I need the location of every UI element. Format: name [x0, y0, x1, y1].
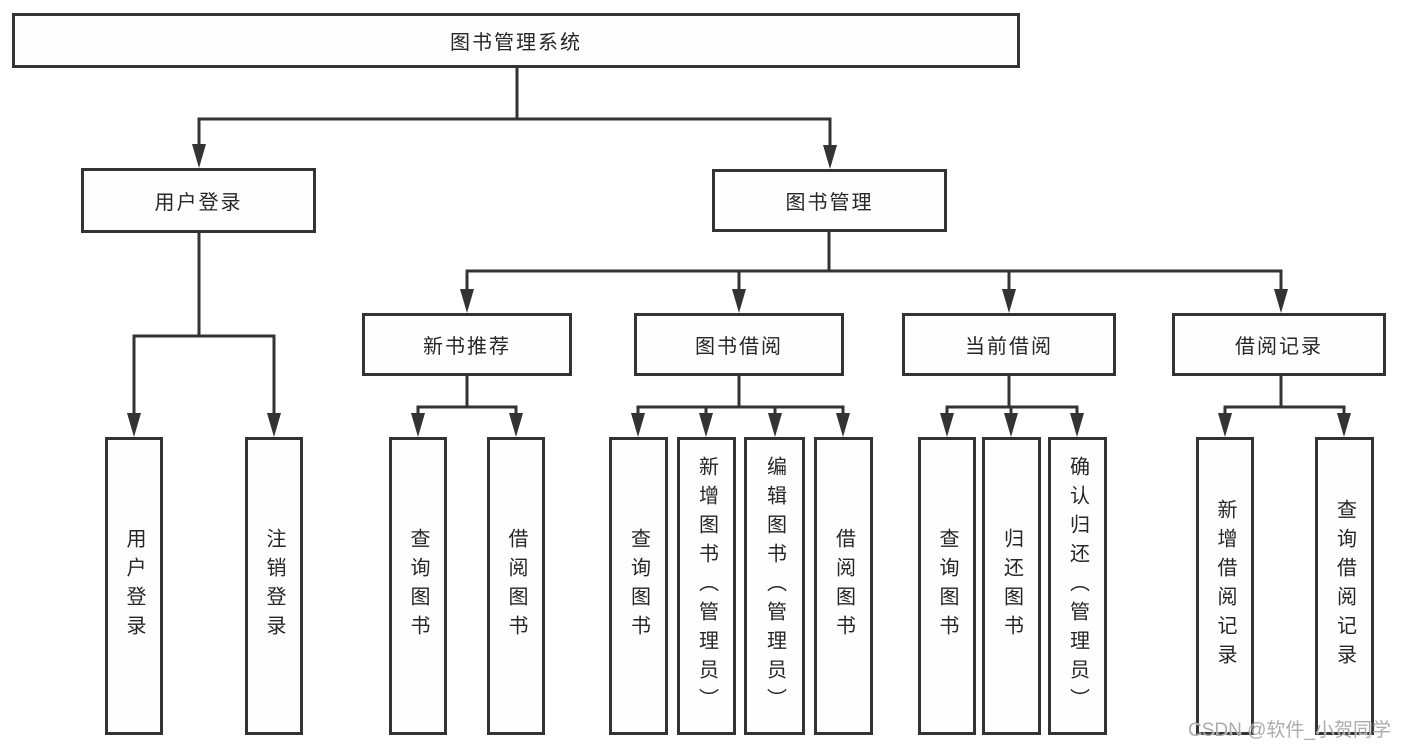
- node-label: 新书推荐: [423, 336, 511, 358]
- node-query-book-recommend: 查询图书: [389, 437, 447, 735]
- node-book-management: 图书管理: [712, 169, 947, 232]
- arrowhead-icon: [768, 413, 782, 437]
- node-label: 确认归还（管理员）: [1066, 455, 1089, 717]
- watermark: CSDN @软件_小贺同学: [1188, 720, 1391, 741]
- node-label: 新增图书（管理员）: [695, 455, 718, 717]
- node-return-book: 归还图书: [982, 437, 1041, 735]
- arrowhead-icon: [509, 413, 523, 437]
- arrowhead-icon: [631, 413, 645, 437]
- arrowhead-icon: [1004, 413, 1018, 437]
- node-label: 查询图书: [936, 528, 958, 644]
- arrowhead-icon: [1218, 413, 1232, 437]
- node-label: 借阅图书: [832, 528, 855, 644]
- node-label: 查询借阅记录: [1333, 499, 1356, 673]
- node-current-borrow: 当前借阅: [902, 313, 1116, 376]
- node-edit-book-admin: 编辑图书（管理员）: [744, 437, 805, 735]
- arrowhead-icon: [699, 413, 713, 437]
- node-query-book-current: 查询图书: [918, 437, 976, 735]
- node-label: 用户登录: [123, 528, 145, 644]
- node-label: 归还图书: [1000, 528, 1023, 644]
- arrowhead-icon: [460, 289, 474, 313]
- node-label: 新增借阅记录: [1214, 499, 1236, 673]
- node-new-book-recommend: 新书推荐: [362, 313, 572, 376]
- arrowhead-icon: [1274, 289, 1288, 313]
- node-confirm-return-admin: 确认归还（管理员）: [1048, 437, 1107, 735]
- node-label: 注销登录: [263, 528, 285, 644]
- arrowhead-icon: [823, 145, 837, 169]
- node-borrow-book-recommend: 借阅图书: [487, 437, 545, 735]
- node-add-book-admin: 新增图书（管理员）: [677, 437, 736, 735]
- arrowhead-icon: [1002, 289, 1016, 313]
- node-label: 用户登录: [154, 192, 243, 214]
- arrowhead-icon: [192, 144, 206, 168]
- node-label: 编辑图书（管理员）: [763, 455, 786, 717]
- arrowhead-icon: [411, 413, 425, 437]
- arrowhead-icon: [267, 413, 281, 437]
- node-label: 查询图书: [627, 528, 650, 644]
- arrowhead-icon: [127, 413, 141, 437]
- node-borrow-book: 借阅图书: [814, 437, 873, 735]
- arrowhead-icon: [1337, 413, 1351, 437]
- node-label: 当前借阅: [965, 336, 1053, 358]
- node-logout-user: 注销登录: [245, 437, 303, 735]
- arrowhead-icon: [836, 413, 850, 437]
- node-label: 查询图书: [407, 528, 429, 644]
- node-user-login: 用户登录: [81, 168, 316, 233]
- arrowhead-icon: [940, 413, 954, 437]
- node-query-book-borrow: 查询图书: [609, 437, 668, 735]
- node-label: 图书管理系统: [450, 32, 582, 54]
- node-label: 借阅图书: [505, 528, 527, 644]
- node-label: 借阅记录: [1235, 336, 1323, 358]
- node-login-user: 用户登录: [105, 437, 163, 735]
- node-book-borrow: 图书借阅: [634, 313, 844, 376]
- node-query-borrow-record: 查询借阅记录: [1315, 437, 1374, 735]
- node-label: 图书管理: [785, 192, 874, 214]
- node-borrow-record: 借阅记录: [1172, 313, 1386, 376]
- node-add-borrow-record: 新增借阅记录: [1196, 437, 1254, 735]
- node-label: 图书借阅: [695, 336, 783, 358]
- arrowhead-icon: [732, 289, 746, 313]
- arrowhead-icon: [1070, 413, 1084, 437]
- node-root: 图书管理系统: [12, 13, 1020, 68]
